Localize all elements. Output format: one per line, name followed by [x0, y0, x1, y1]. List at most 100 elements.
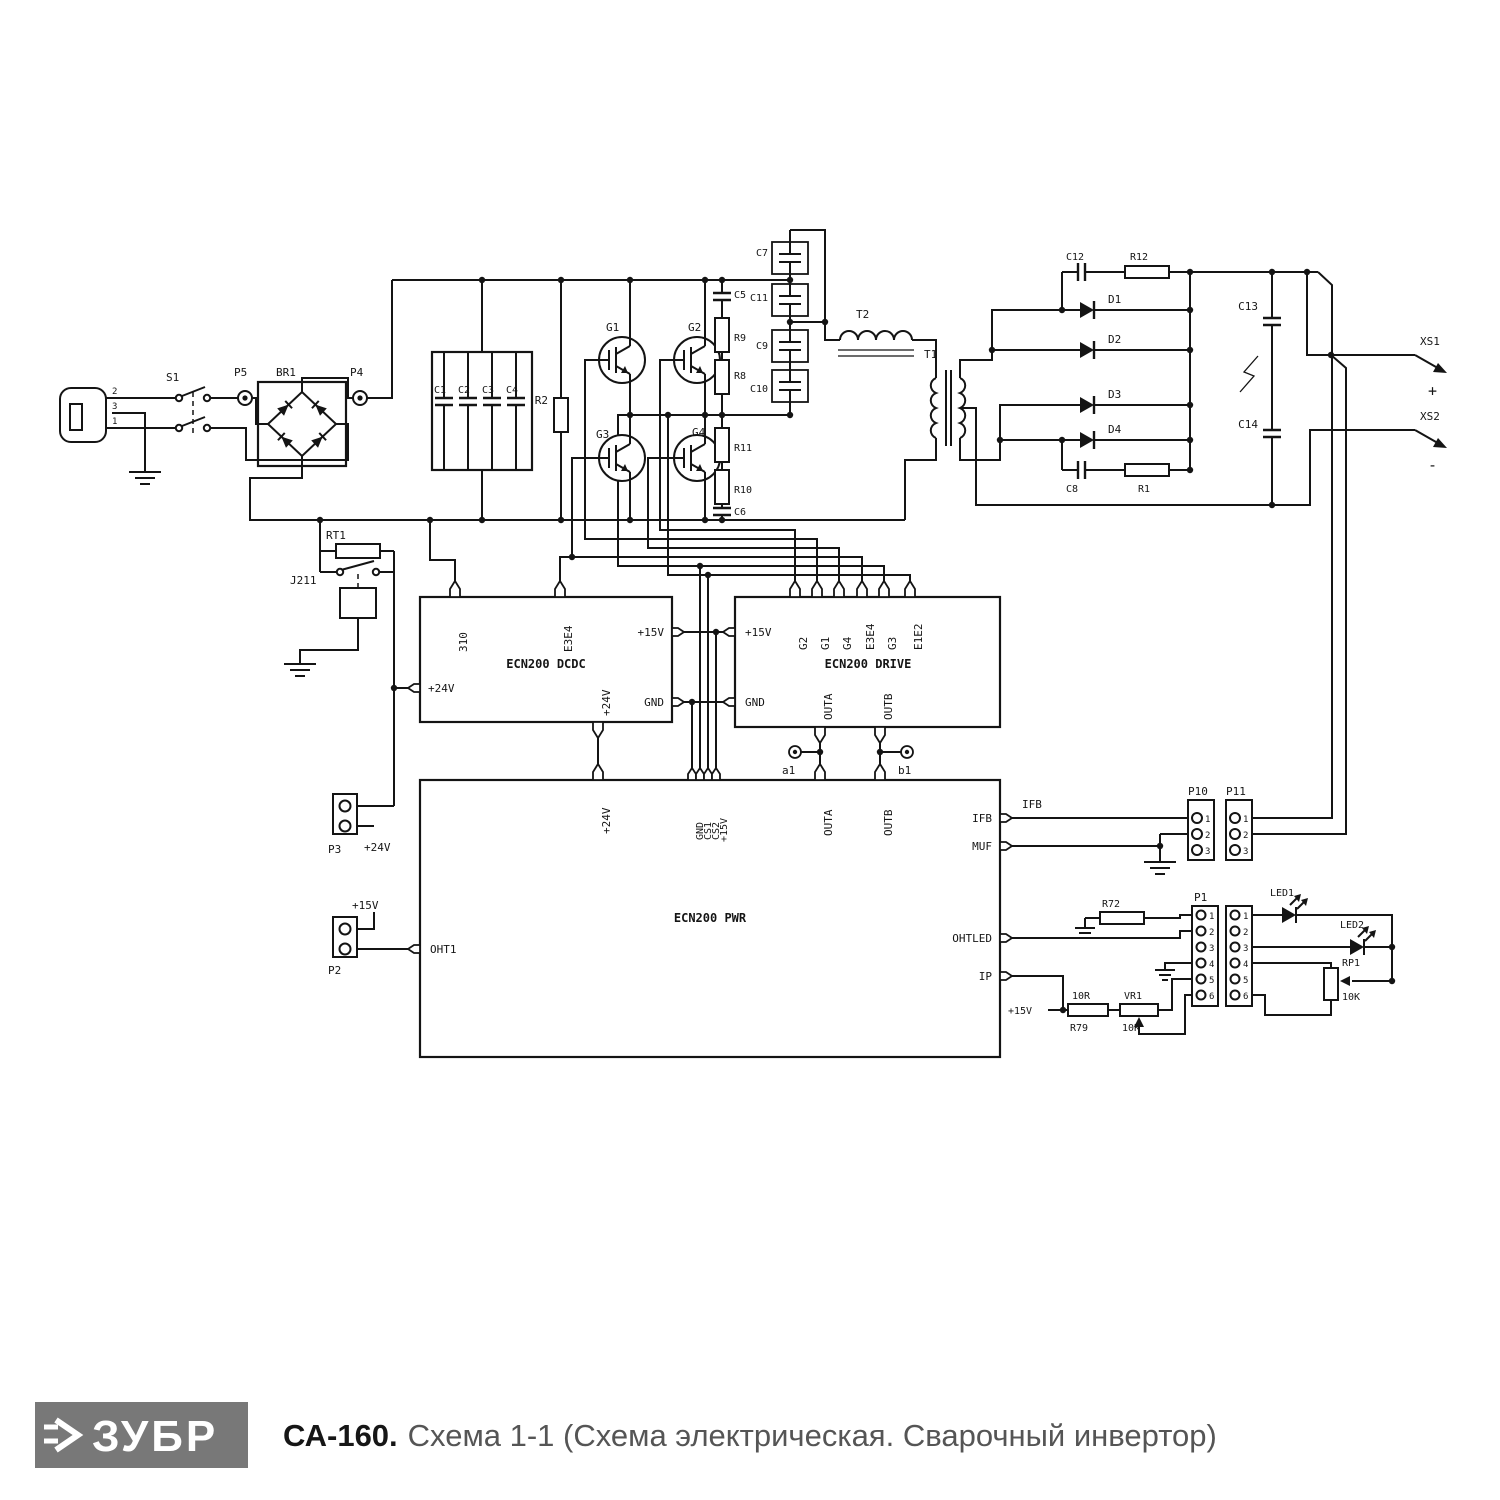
c8-label: C8: [1066, 484, 1078, 495]
pwr-pin-muf: MUF: [972, 840, 992, 853]
pwr-pin-ohtled: OHTLED: [952, 932, 992, 945]
xs1-polarity: +: [1428, 382, 1437, 400]
p1a-pin-2: 2: [1209, 928, 1214, 938]
g1-label: G1: [606, 321, 619, 334]
net-ifb-label: IFB: [1022, 798, 1042, 811]
connector-p2: P2 +15V: [328, 899, 379, 977]
ground-icon: [283, 663, 317, 677]
p11-pin-1: 1: [1243, 815, 1248, 825]
r10-label: R10: [734, 485, 752, 496]
output-terminal-xs1: XS1 +: [1414, 335, 1447, 400]
d3-label: D3: [1108, 388, 1121, 401]
logo-text: ЗУБР: [92, 1412, 218, 1461]
terminal-p5: [237, 390, 253, 406]
p5-label: P5: [234, 366, 247, 379]
vr1-value: 10K: [1122, 1023, 1140, 1034]
pwr-pin-15v: +15V: [719, 818, 730, 842]
c7-label: C7: [756, 248, 768, 259]
plug-pin-1-label: 1: [112, 417, 117, 427]
p1a-pin-5: 5: [1209, 976, 1214, 986]
p10-pin-2: 2: [1205, 831, 1210, 841]
module-ecn200-drive: ECN200 DRIVE G2 G1 G4 E3E4 G3 E1E2 +15V …: [722, 580, 1002, 744]
t1-label: T1: [924, 348, 937, 361]
c13-label: C13: [1238, 300, 1258, 313]
pwr-pin-24v: +24V: [600, 807, 613, 834]
drive-pin-g2: G2: [797, 637, 810, 650]
potentiometer-rp1: RP1 10K: [1323, 958, 1360, 1003]
trimmer-vr1: VR1 10K: [1119, 991, 1159, 1034]
p1b-pin-2: 2: [1243, 928, 1248, 938]
plug-pin-2-label: 2: [112, 387, 117, 397]
snubber-capacitors: C7 C11 C9 C10: [750, 241, 809, 403]
c5-label: C5: [734, 290, 746, 301]
pwr-title: ECN200 PWR: [674, 911, 747, 925]
plug-pin-3-label: 3: [112, 402, 117, 412]
snubber-c8-r1: C8 R1: [1066, 459, 1170, 495]
p11-pin-3: 3: [1243, 847, 1248, 857]
g4-label: G4: [692, 426, 706, 439]
dcdc-pin-24v-out: +24V: [600, 689, 613, 716]
module-ecn200-pwr: ECN200 PWR +24V GND CS1 CS2 +15V OUTA OU…: [407, 763, 1013, 1059]
igbt-g1: [598, 336, 646, 384]
rp1-value: 10K: [1342, 992, 1360, 1003]
j211-label: J211: [290, 574, 317, 587]
r79-label: R79: [1070, 1023, 1088, 1034]
junction-dots: [316, 268, 1396, 1014]
dcdc-pin-gnd: GND: [644, 696, 664, 709]
led1: LED1: [1270, 888, 1308, 923]
testpoint-a1: [788, 745, 802, 759]
drive-pin-g1: G1: [819, 637, 832, 650]
r79-value: 10R: [1072, 991, 1091, 1002]
wires: [106, 229, 1415, 1035]
logo-plate: [35, 1402, 248, 1468]
drive-pin-e3e4: E3E4: [864, 623, 877, 650]
c1-label: C1: [434, 385, 446, 396]
pwr-pin-ifb: IFB: [972, 812, 992, 825]
divider-chain: C5 R9 R8 R11 R10 C6: [711, 290, 752, 518]
s1-label: S1: [166, 371, 179, 384]
pwr-pin-outb: OUTB: [882, 809, 895, 836]
ground-icon: [1143, 861, 1177, 875]
bulk-capacitor-bank: C1 C2 C3 C4: [430, 350, 534, 472]
p4-label: P4: [350, 366, 364, 379]
xs2-polarity: -: [1428, 456, 1437, 474]
d2-label: D2: [1108, 333, 1121, 346]
d4-label: D4: [1108, 423, 1122, 436]
p10-pin-1: 1: [1205, 815, 1210, 825]
pwr-pin-gnd: GND: [695, 822, 706, 840]
led1-label: LED1: [1270, 888, 1294, 899]
vr1-label: VR1: [1124, 991, 1142, 1002]
r11-label: R11: [734, 443, 752, 454]
connector-p1: P1 1 2 3 4 5 6 1 2 3 4 5 6: [1191, 891, 1253, 1007]
xs1-label: XS1: [1420, 335, 1440, 348]
net-24v-label: +24V: [364, 841, 391, 854]
dcdc-pin-e3e4: E3E4: [562, 625, 575, 652]
diode-d2: [1078, 339, 1096, 361]
drive-title: ECN200 DRIVE: [825, 657, 912, 671]
relay-j211: J211: [290, 574, 377, 619]
led2-label: LED2: [1340, 920, 1364, 931]
c3-label: C3: [482, 385, 494, 396]
footer-title: СА-160.Схема 1-1 (Схема электрическая. С…: [283, 1418, 1217, 1453]
d1-label: D1: [1108, 293, 1121, 306]
resistor-r2: R2: [535, 394, 569, 433]
p1-label: P1: [1194, 891, 1207, 904]
drive-pin-outa: OUTA: [822, 693, 835, 720]
net-15v-vr-label: +15V: [1008, 1006, 1032, 1017]
g3-label: G3: [596, 428, 609, 441]
r9-label: R9: [734, 333, 746, 344]
net-15v-label: +15V: [352, 899, 379, 912]
bridge-rectifier-br1: BR1: [256, 366, 348, 468]
resistor-r79: 10R R79: [1067, 991, 1109, 1034]
drive-pin-outb: OUTB: [882, 693, 895, 720]
p11-pin-2: 2: [1243, 831, 1248, 841]
inductor-t2: T2: [838, 308, 914, 357]
c9-label: C9: [756, 341, 768, 352]
p1a-pin-1: 1: [1209, 912, 1214, 922]
p1b-pin-4: 4: [1243, 960, 1248, 970]
drive-pin-15v: +15V: [745, 626, 772, 639]
module-ecn200-dcdc: ECN200 DCDC 310 E3E4 +15V GND +24V +24V: [407, 580, 685, 739]
ground-icon: [1074, 927, 1096, 939]
p2-label: P2: [328, 964, 341, 977]
